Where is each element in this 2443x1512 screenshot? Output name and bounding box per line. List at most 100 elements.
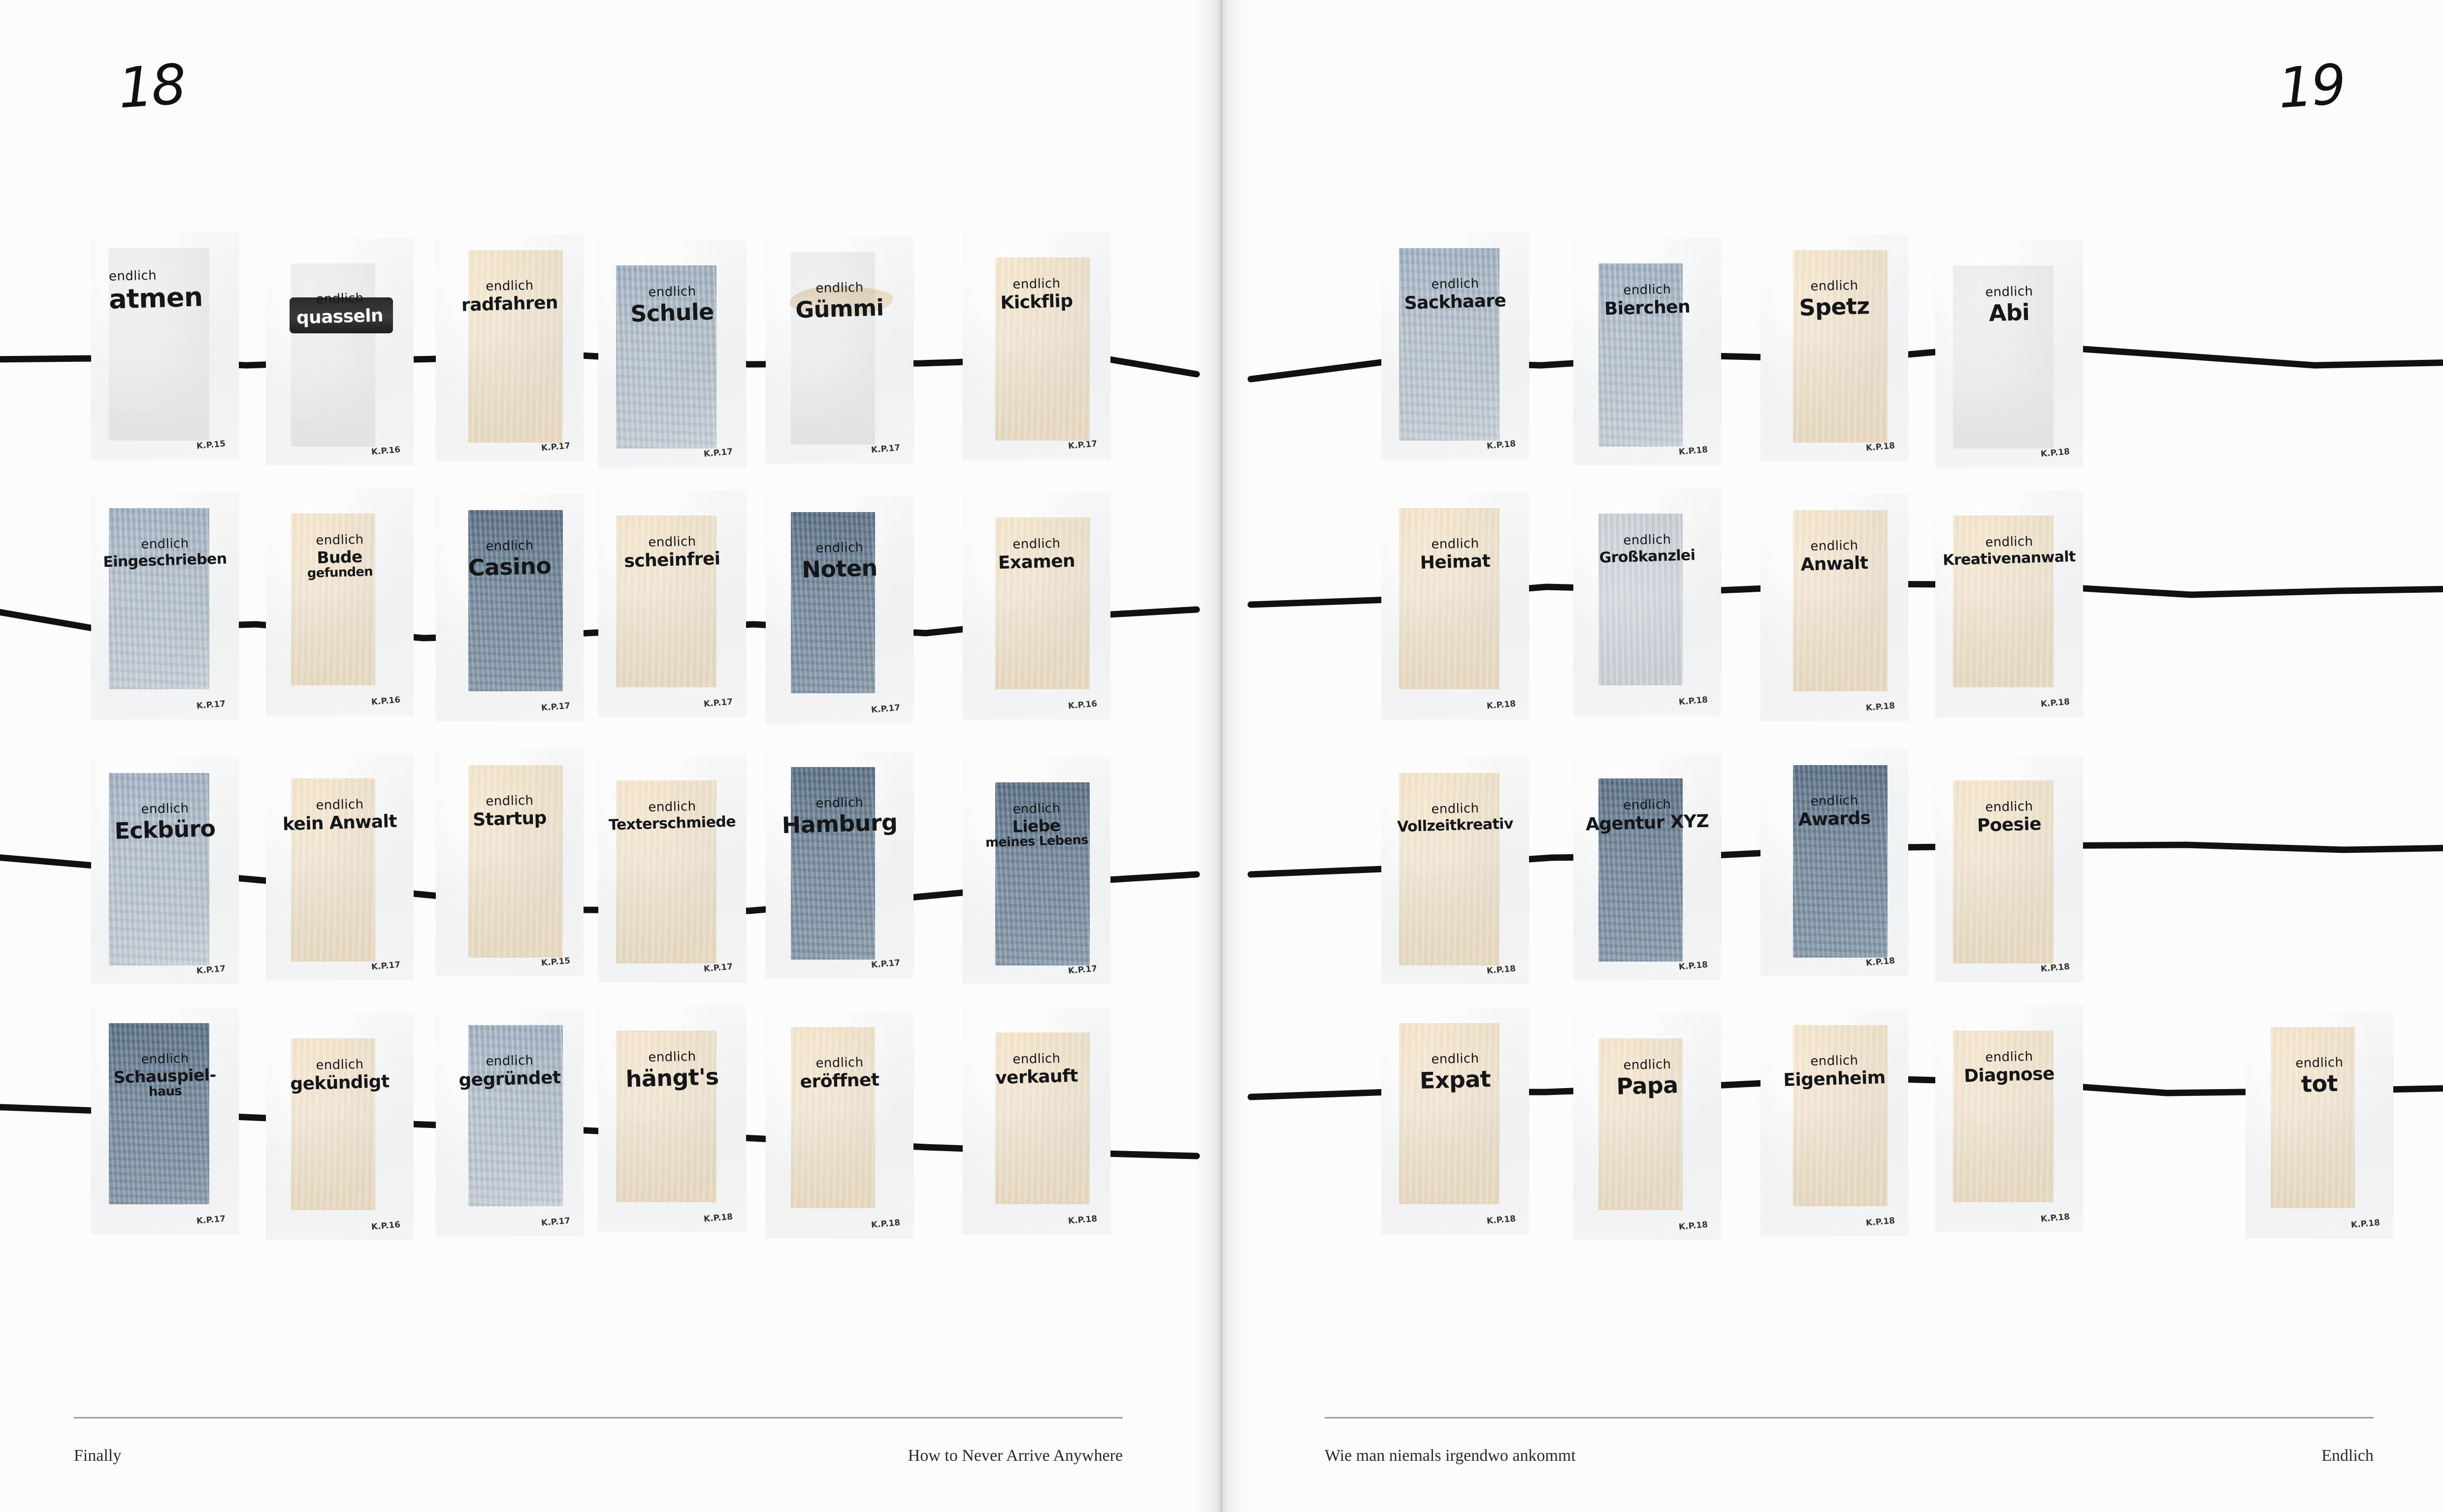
card-word-label: Vollzeitkreativ — [1397, 815, 1514, 836]
card-ink-block — [290, 297, 393, 334]
card-prefix-label: endlich — [316, 532, 364, 548]
card-paint-wash — [616, 265, 717, 449]
card-prefix-label: endlich — [486, 1053, 534, 1069]
card-word-label: Expat — [1419, 1065, 1491, 1094]
card-prefix-label: endlich — [1431, 276, 1479, 292]
card-prefix-label: endlich — [486, 793, 534, 809]
card-word-label: Poesie — [1977, 813, 2042, 836]
card-prefix-label: endlich — [1012, 1051, 1061, 1067]
card-word-label: Hamburg — [782, 808, 898, 838]
footer-left-inner: How to Never Arrive Anywhere — [908, 1447, 1123, 1465]
card-word-label: Sackhaare — [1404, 290, 1506, 314]
card-prefix-label: endlich — [1810, 1053, 1858, 1069]
card-word-label: atmen — [108, 281, 203, 315]
card-word-label: Casino — [467, 552, 552, 581]
card-prefix-label: endlich — [1012, 801, 1061, 817]
card-paint-wash — [1399, 1023, 1499, 1205]
card-prefix-label: endlich — [648, 1049, 696, 1065]
card-highlight-swatch — [789, 286, 893, 316]
card-word-label: Awards — [1798, 807, 1871, 830]
card-word-label: Schauspiel-haus — [91, 1065, 239, 1100]
card-word-label: Gümmi — [795, 294, 884, 323]
card-prefix-label: endlich — [141, 1051, 189, 1067]
card-word-line2: gefunden — [307, 564, 373, 581]
card-paint-wash — [995, 257, 1090, 441]
card-word-label: Schule — [630, 298, 715, 327]
card-word-label: Eigenheim — [1783, 1067, 1886, 1091]
footer-right-outer: Endlich — [2321, 1447, 2374, 1465]
footer-right-inner: Wie man niemals irgendwo ankommt — [1325, 1447, 1576, 1465]
card-paint-wash — [616, 780, 717, 964]
card-paint-wash — [109, 248, 209, 441]
card-paint-wash — [1598, 513, 1683, 686]
card-paint-wash — [1598, 1038, 1683, 1211]
card-word-label: scheinfrei — [623, 548, 721, 572]
card-word-label: Großkanzlei — [1599, 546, 1695, 567]
card-prefix-label: endlich — [1985, 1049, 2033, 1065]
card-prefix-label: endlich — [1012, 276, 1061, 292]
card-paint-wash — [291, 1038, 375, 1211]
card-paint-wash — [1793, 765, 1888, 958]
card-prefix-label: endlich — [1810, 278, 1858, 294]
card-paint-wash — [468, 510, 563, 692]
card-paint-wash — [1793, 250, 1888, 443]
card-prefix-label: endlich — [486, 538, 534, 554]
card-prefix-label: endlich — [815, 1055, 864, 1071]
card-word-label: kein Anwalt — [282, 811, 397, 835]
card-word-label: Anwalt — [1800, 552, 1869, 575]
card-paint-wash — [791, 512, 875, 694]
card-paint-wash — [468, 765, 563, 958]
card-paint-wash — [291, 778, 375, 962]
card-paint-wash — [291, 263, 375, 447]
card-paint-wash — [995, 782, 1090, 966]
card-prefix-label: endlich — [2295, 1055, 2344, 1071]
card-word-label: Heimat — [1420, 550, 1491, 573]
card-word-label: tot — [2301, 1069, 2338, 1097]
card-paint-wash — [995, 1032, 1090, 1205]
card-prefix-label: endlich — [1810, 793, 1858, 809]
card-paint-wash — [1953, 265, 2053, 449]
